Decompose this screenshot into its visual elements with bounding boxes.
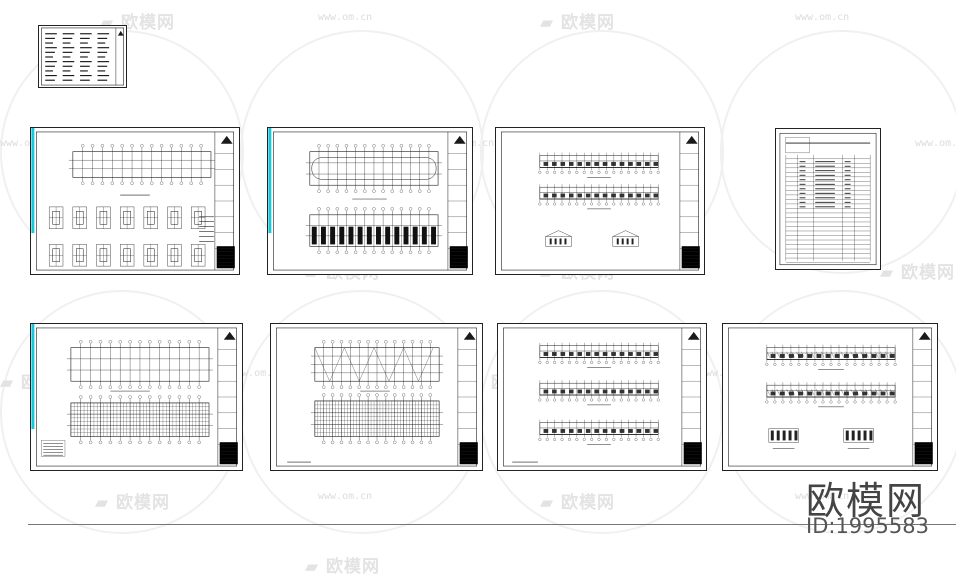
watermark-url-text: www.om.cn: [915, 138, 956, 149]
drawing-sheet-plan-grid[interactable]: [30, 323, 243, 471]
sheet-drawing: [41, 27, 124, 86]
sheet-drawing: [728, 327, 933, 467]
sheet-drawing: [31, 128, 235, 271]
drawing-sheet-drawing-list[interactable]: [775, 128, 881, 270]
footer-id-label: ID:1995583: [806, 514, 929, 538]
footer-brand-logo: 欧模网: [806, 479, 927, 523]
watermark-brand-text: ▰ 欧模网: [305, 557, 380, 577]
drawing-sheet-index-small[interactable]: [38, 25, 127, 88]
watermark-url-text: www.om.cn: [795, 12, 850, 23]
sheet-drawing: [779, 132, 877, 266]
watermark-brand-text: ▰ 欧模网: [540, 493, 615, 513]
watermark-brand-text: ▰ 欧模网: [540, 13, 615, 33]
drawing-sheet-plan-roof[interactable]: [270, 323, 483, 471]
watermark-brand-text: ▰ 欧模网: [95, 493, 170, 513]
sheet-drawing: [503, 327, 702, 467]
watermark-url-text: www.om.cn: [318, 12, 373, 23]
footer-divider: [28, 524, 956, 525]
drawing-sheet-elevations[interactable]: [495, 127, 705, 275]
sheet-drawing: [31, 324, 238, 467]
sheet-drawing: [501, 131, 700, 271]
drawing-sheet-elevations-3[interactable]: [497, 323, 707, 471]
sheet-drawing: [268, 128, 468, 271]
drawing-sheet-sections[interactable]: [722, 323, 938, 471]
sheet-drawing: [276, 327, 478, 467]
drawing-sheet-plan-frame[interactable]: [267, 127, 473, 275]
drawing-sheet-foundation[interactable]: [30, 127, 240, 275]
watermark-brand-text: ▰ 欧模网: [880, 263, 955, 283]
watermark-url-text: www.om.cn: [318, 491, 373, 502]
